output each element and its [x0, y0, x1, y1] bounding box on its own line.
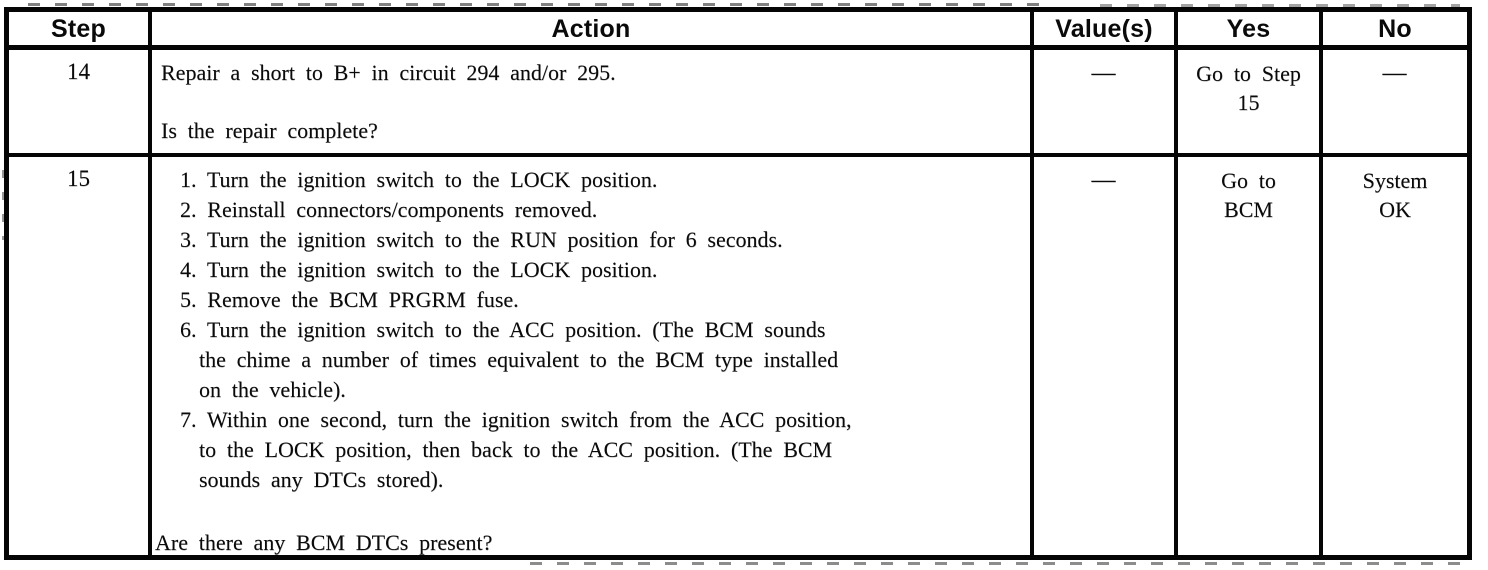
header-cell-action: Action: [152, 12, 1034, 50]
step-14-no-cell: —: [1323, 50, 1467, 157]
step-15-action-cell: 1. Turn the ignition switch to the LOCK …: [152, 157, 1034, 555]
step-15-yes-cell: Go to BCM: [1178, 157, 1323, 555]
step-15-no-cell: System OK: [1362, 168, 1428, 222]
header-cell-yes: Yes: [1178, 12, 1323, 50]
step-14-action-question: Is the repair complete?: [161, 118, 378, 143]
step-15-action-item-7: 7. Within one second, turn the ignition …: [180, 407, 852, 492]
step-15-number-cell: 15: [9, 157, 152, 555]
step-15-action-item-6: 6. Turn the ignition switch to the ACC p…: [180, 317, 839, 402]
step-15-action-question: Are there any BCM DTCs present?: [155, 530, 493, 555]
step-14-values-cell: —: [1034, 50, 1178, 157]
step-15-values-cell: —: [1034, 157, 1178, 555]
scan-artifact-bottom: [530, 562, 1470, 565]
header-cell-step: Step: [9, 12, 152, 50]
header-cell-values: Value(s): [1034, 12, 1178, 50]
step-15-action-item-3: 3. Turn the ignition switch to the RUN p…: [180, 227, 783, 252]
step-15-action-item-4: 4. Turn the ignition switch to the LOCK …: [180, 257, 658, 282]
header-cell-no: No: [1323, 12, 1467, 50]
step-15-action-item-5: 5. Remove the BCM PRGRM fuse.: [180, 287, 519, 312]
step-14-action-cell: Repair a short to B+ in circuit 294 and/…: [152, 50, 1034, 157]
step-14-action-text: Repair a short to B+ in circuit 294 and/…: [161, 60, 616, 85]
step-14-number-cell: 14: [9, 50, 152, 157]
scan-artifact-top: [28, 3, 1048, 6]
step-15-action-item-2: 2. Reinstall connectors/components remov…: [180, 197, 598, 222]
step-14-yes-cell: Go to Step 15: [1178, 50, 1323, 157]
step-15-action-item-1: 1. Turn the ignition switch to the LOCK …: [180, 167, 658, 192]
diagnostic-table: Step Action Value(s) Yes No 14 Repair a …: [4, 7, 1472, 560]
